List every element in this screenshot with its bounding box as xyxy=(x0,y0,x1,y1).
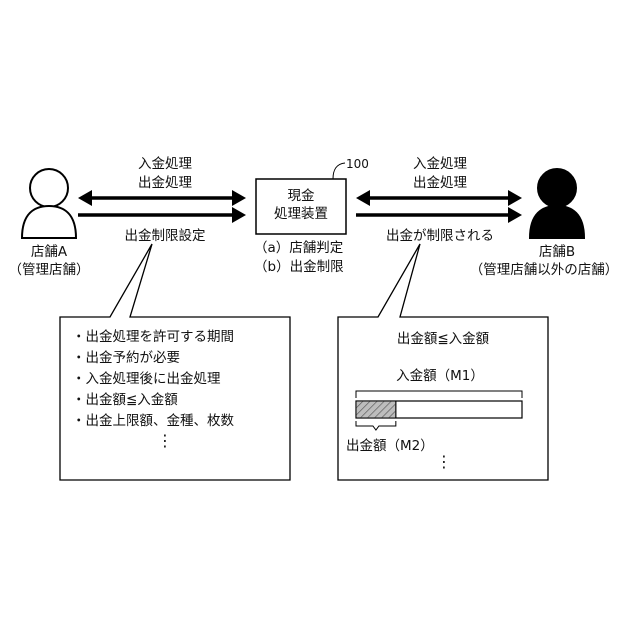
right-double-arrow xyxy=(356,190,522,206)
right-single-arrow xyxy=(356,207,522,223)
deposit-amount-label: 入金額（M1） xyxy=(380,368,500,384)
store-b-person-icon xyxy=(530,169,584,238)
right-arrow-label-restricted: 出金が制限される xyxy=(365,228,515,244)
device-function-b: （b）出金制限 xyxy=(254,259,344,275)
left-single-arrow xyxy=(78,207,246,223)
right-arrow-label-withdraw: 出金処理 xyxy=(375,175,505,191)
left-arrow-label-deposit: 入金処理 xyxy=(100,156,230,172)
left-callout-list: ・出金処理を許可する期間 ・出金予約が必要 ・入金処理後に出金処理 ・出金額≦入… xyxy=(72,327,234,432)
left-callout-item: ・出金処理を許可する期間 xyxy=(72,327,234,348)
left-callout-item: ・出金上限額、金種、枚数 xyxy=(72,411,234,432)
left-callout-item: ・出金予約が必要 xyxy=(72,348,234,369)
store-b-name: 店舗B xyxy=(517,244,597,260)
right-arrow-label-deposit: 入金処理 xyxy=(375,156,505,172)
device-function-a: （a）店舗判定 xyxy=(254,240,343,256)
left-arrow-label-restriction-setting: 出金制限設定 xyxy=(95,228,235,244)
device-ref-number: 100 xyxy=(346,156,369,172)
store-b-role: （管理店舗以外の店舗） xyxy=(452,262,636,278)
device-ref-leader xyxy=(333,163,345,179)
right-callout-ellipsis: ⋮ xyxy=(436,459,452,465)
withdraw-fill xyxy=(357,402,396,418)
left-double-arrow xyxy=(78,190,246,206)
store-a-person-icon xyxy=(22,169,76,238)
right-callout-condition: 出金額≦入金額 xyxy=(338,331,548,347)
store-a-role: （管理店舗） xyxy=(0,262,98,278)
device-name-line1: 現金 xyxy=(256,188,346,204)
left-callout-ellipsis: ⋮ xyxy=(157,438,173,444)
left-callout-item: ・出金額≦入金額 xyxy=(72,390,234,411)
left-callout-item: ・入金処理後に出金処理 xyxy=(72,369,234,390)
left-arrow-label-withdraw: 出金処理 xyxy=(100,175,230,191)
store-a-name: 店舗A xyxy=(9,244,89,260)
device-name-line2: 処理装置 xyxy=(256,206,346,222)
withdraw-amount-label: 出金額（M2） xyxy=(346,438,434,454)
